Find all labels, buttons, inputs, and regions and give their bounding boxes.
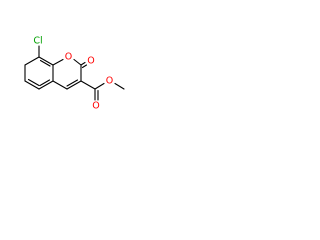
bond-c5-c6-double xyxy=(27,78,40,87)
bond-c3-c4 xyxy=(66,80,82,90)
benzene-ring xyxy=(24,56,54,90)
ester-oxygen-label: O xyxy=(106,76,113,87)
ring-oxygen-label: O xyxy=(65,52,72,63)
bond-c2-o-double-a xyxy=(80,61,86,66)
bond-c8-c8a-double xyxy=(39,59,51,67)
methyl-ester xyxy=(80,80,125,101)
bond-o1-c2 xyxy=(73,58,82,66)
bond-ester-c-o-single xyxy=(94,82,105,90)
bond-c3-c-ester xyxy=(80,80,96,90)
lactone-carbonyl xyxy=(80,61,88,69)
bond-c4a-c5 xyxy=(38,80,54,90)
bond-c8-c8a xyxy=(38,56,54,66)
bond-c5-c6 xyxy=(24,80,40,90)
bond-c4-c4a xyxy=(52,80,68,90)
bond-c4a-c5-double xyxy=(39,79,51,87)
bond-c2-o-double-b xyxy=(81,64,88,69)
bond-c8a-o1 xyxy=(52,58,64,66)
pyranone-ring xyxy=(52,58,82,90)
lactone-carbonyl-oxygen-label: O xyxy=(87,56,94,67)
bond-c7-c8 xyxy=(24,56,40,66)
bond-c3-c4-double xyxy=(66,79,79,87)
bond-o-methyl xyxy=(114,82,125,90)
chlorine-atom-label: Cl xyxy=(33,36,42,47)
chemical-structure: Cl O O O O xyxy=(24,36,125,112)
atom-labels: Cl O O O O xyxy=(33,36,113,112)
ester-carbonyl-oxygen-label: O xyxy=(92,101,99,112)
